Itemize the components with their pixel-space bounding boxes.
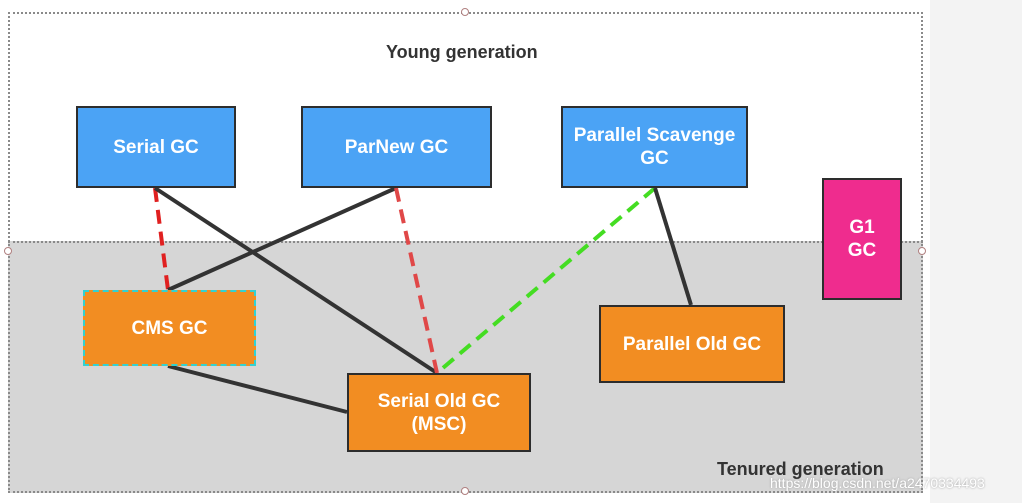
young-generation-label: Young generation xyxy=(386,42,538,62)
resize-handle-left[interactable] xyxy=(4,247,12,255)
serial-gc-box[interactable]: Serial GC xyxy=(76,106,236,188)
right-strip xyxy=(930,0,1022,503)
connection-cms-to-serial-old xyxy=(167,364,348,414)
connection-parallel-scavenge-to-serial-old xyxy=(435,186,657,375)
resize-handle-bottom[interactable] xyxy=(461,487,469,495)
parallel-old-gc-box[interactable]: Parallel Old GC xyxy=(599,305,785,383)
serial-old-gc-box[interactable]: Serial Old GC (MSC) xyxy=(347,373,531,452)
resize-handle-top[interactable] xyxy=(461,8,469,16)
cms-gc-box[interactable]: CMS GC xyxy=(83,290,256,366)
g1-gc-box[interactable]: G1 GC xyxy=(822,178,902,300)
resize-handle-right[interactable] xyxy=(918,247,926,255)
tenured-generation-label: Tenured generation xyxy=(717,459,884,479)
connection-serial-to-cms xyxy=(153,187,170,291)
parallel-scavenge-gc-box[interactable]: Parallel Scavenge GC xyxy=(561,106,748,188)
connection-parallel-scavenge-to-parallel-old xyxy=(653,187,693,306)
connection-parnew-to-cms xyxy=(167,186,397,292)
watermark-text: https://blog.csdn.net/a2470334493 xyxy=(770,475,985,491)
parnew-gc-box[interactable]: ParNew GC xyxy=(301,106,492,188)
connection-serial-to-serial-old xyxy=(153,186,439,375)
connection-parnew-to-serial-old xyxy=(394,187,439,374)
